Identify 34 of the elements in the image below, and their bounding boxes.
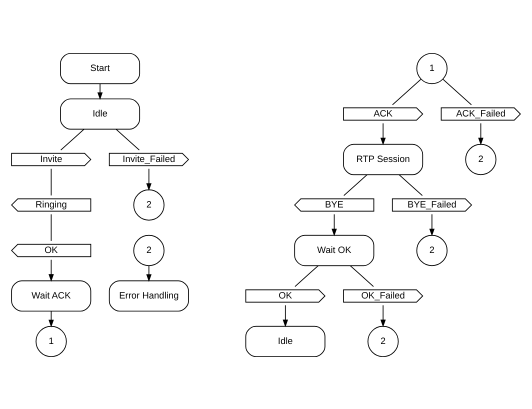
connector: [350, 264, 374, 286]
node-circle: 2: [133, 188, 164, 220]
node-circle: 1: [36, 325, 67, 357]
node-box: Wait OK: [294, 234, 374, 266]
connector: [50, 213, 52, 241]
node-box: Wait ACK: [11, 280, 92, 312]
arrow: [282, 304, 288, 327]
node-box: RTP Session: [343, 143, 424, 175]
node-circle: 2: [368, 325, 399, 357]
node-box: Start: [60, 52, 140, 84]
connector: [116, 128, 140, 150]
arrow: [429, 213, 435, 236]
node-box: Idle: [60, 98, 140, 130]
arrow: [48, 258, 54, 282]
arrow: [380, 304, 386, 327]
node-circle: 1: [416, 52, 448, 84]
connector: [398, 174, 423, 196]
connector: [442, 78, 472, 105]
node-box: Idle: [245, 325, 326, 357]
connector: [343, 174, 368, 196]
arrow: [332, 213, 337, 236]
connector: [392, 78, 422, 105]
arrow: [478, 122, 484, 145]
arrow: [146, 168, 152, 190]
connector: [50, 168, 52, 196]
connector: [294, 264, 319, 286]
arrow: [146, 264, 152, 282]
node-circle: 2: [465, 143, 496, 175]
node-circle: 2: [416, 234, 448, 266]
node-circle: 2: [133, 234, 164, 266]
connector: [60, 128, 84, 150]
arrow: [380, 122, 386, 145]
node-box: Error Handling: [108, 280, 189, 312]
arrow: [97, 82, 103, 100]
